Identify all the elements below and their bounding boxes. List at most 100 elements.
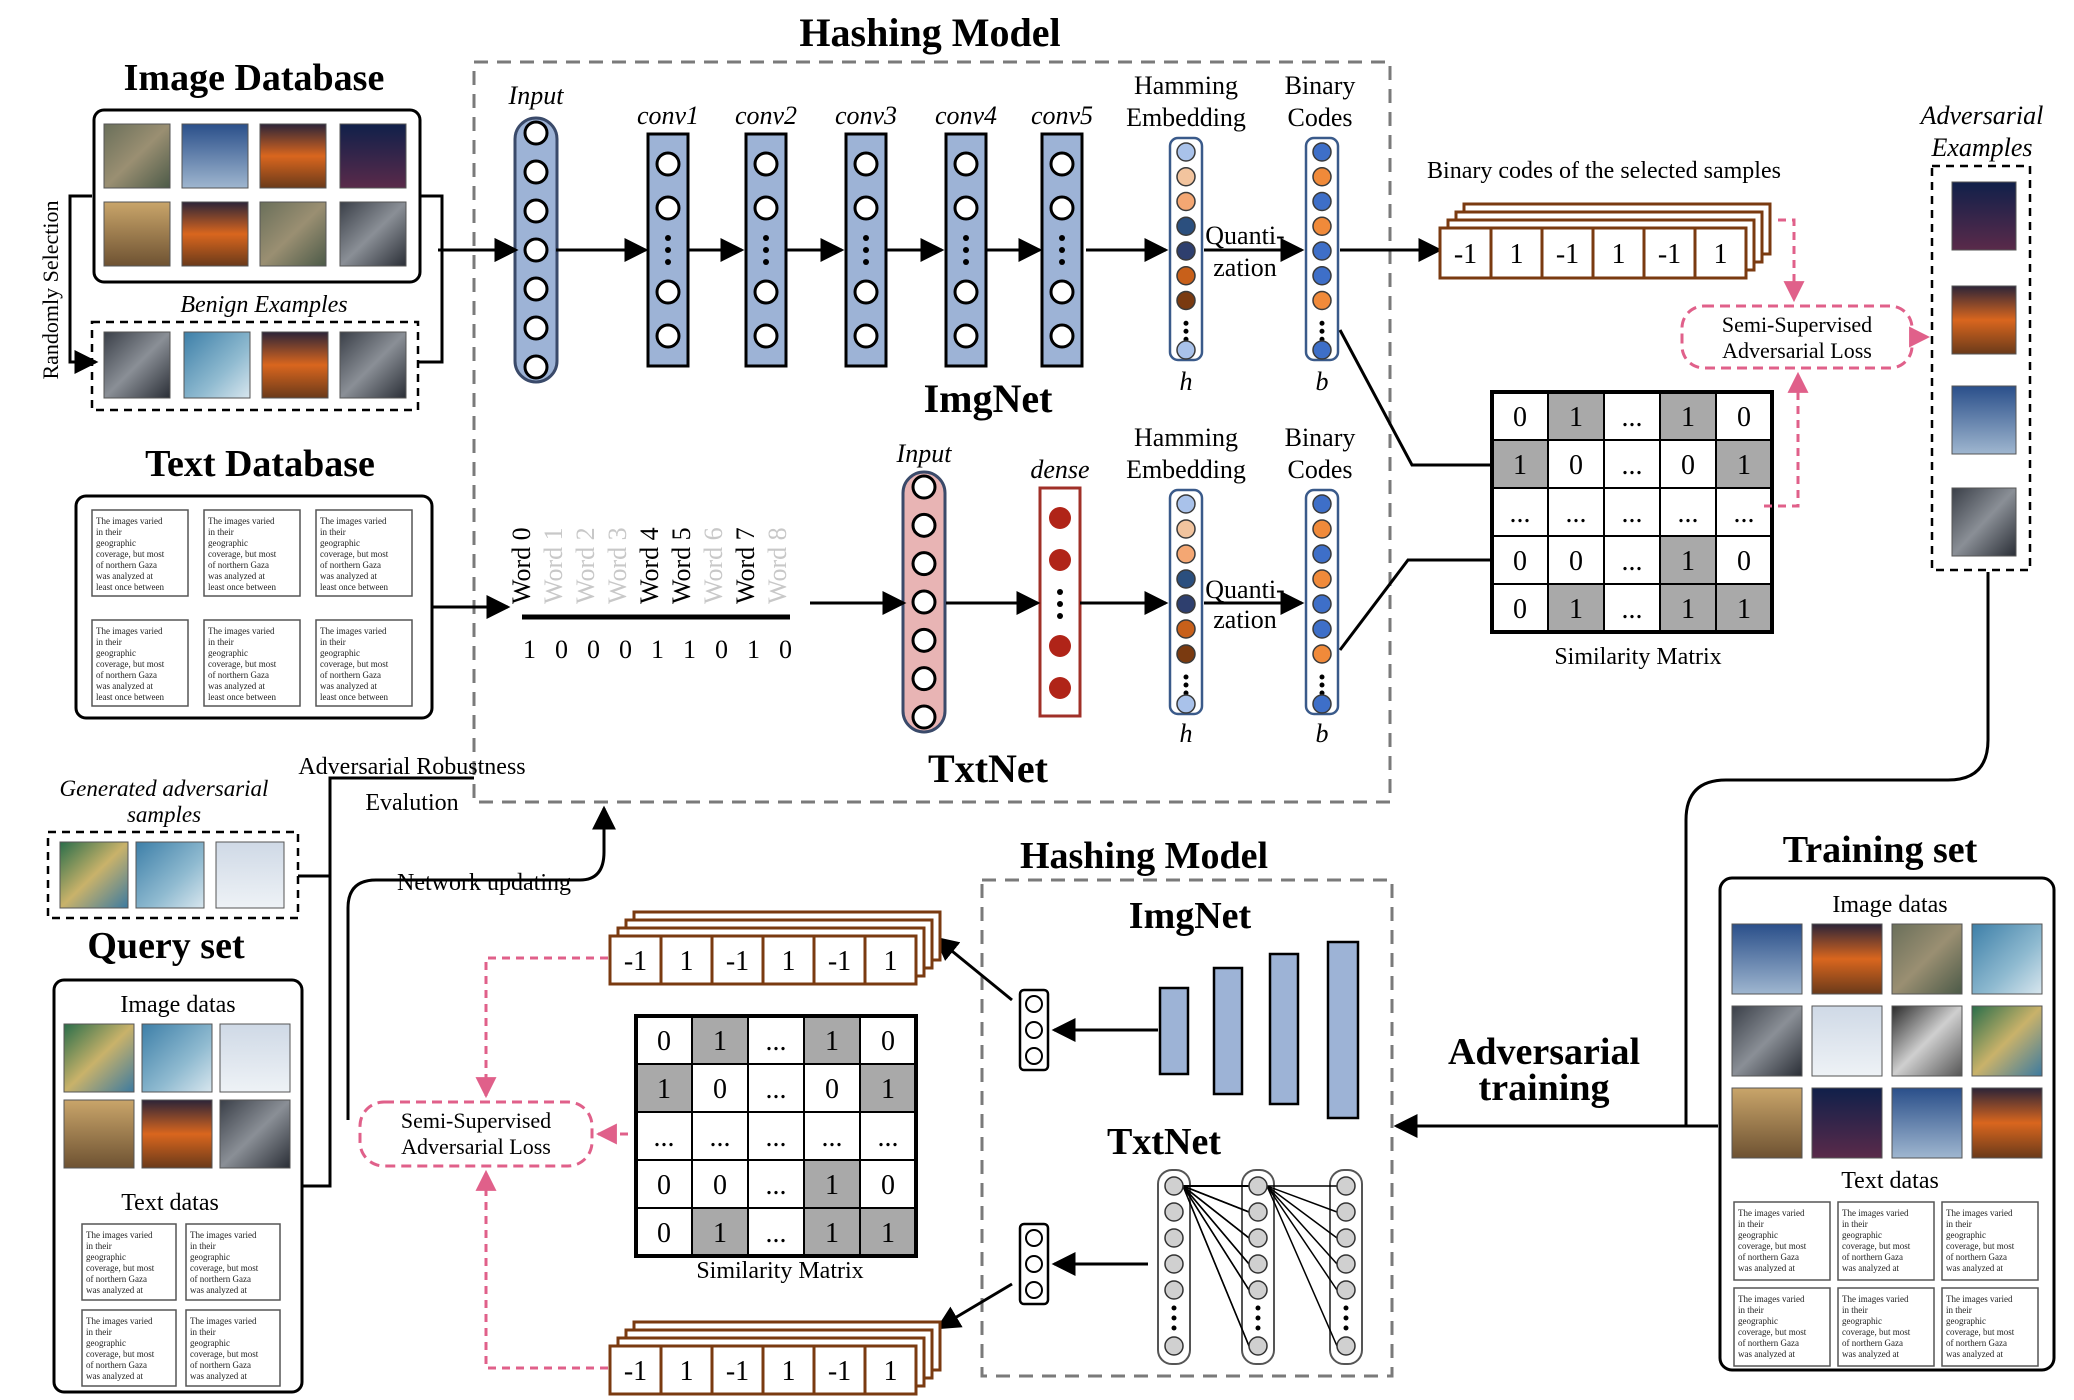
doc-line: least once between [208, 692, 276, 702]
txtnet-node [1336, 1254, 1356, 1274]
binary-codes-text-column [1304, 488, 1340, 716]
ellipsis-dot [1059, 259, 1065, 265]
ellipsis-dot [665, 259, 671, 265]
thumbnail-image [63, 1023, 135, 1093]
doc-line: geographic [1738, 1316, 1778, 1326]
output-node [1025, 1047, 1043, 1065]
neuron-node [953, 323, 979, 349]
matrix-cell [803, 1063, 861, 1113]
thumbnail-image [219, 1099, 291, 1169]
word-token: Word 8 [763, 527, 792, 604]
conv-label: conv5 [1031, 101, 1093, 130]
doc-line: in their [1946, 1219, 1972, 1229]
txt-input-label: Input [896, 439, 953, 468]
thumbnail-image [141, 1023, 213, 1093]
doc-line: coverage, but most [320, 549, 389, 559]
txtnet-node [1336, 1336, 1356, 1356]
matrix-value: 0 [1681, 450, 1695, 481]
thumbnail-image [1811, 923, 1883, 995]
thumbnail-image [261, 331, 329, 399]
connection [1182, 1185, 1250, 1347]
text-database-title: Text Database [145, 443, 375, 485]
svg-text:Hamming: Hamming [1134, 71, 1238, 100]
doc-line: geographic [1946, 1230, 1986, 1240]
ellipsis-dot [1057, 589, 1063, 595]
matrix-value: 1 [657, 1074, 671, 1105]
adversarial-training-label: Adversarial training [1448, 1031, 1640, 1109]
svg-text:Generated adversarial: Generated adversarial [60, 776, 269, 801]
thumbnail-image [1951, 385, 2017, 455]
code-bit [1176, 340, 1196, 360]
doc-line: was analyzed at [320, 571, 377, 581]
doc-line: least once between [96, 692, 164, 702]
img-input-layer [513, 116, 559, 384]
text-doc [1837, 1287, 1935, 1367]
matrix-cell [1659, 487, 1717, 537]
doc-line: of northern Gaza [320, 560, 381, 570]
thumbnail-image [1811, 1005, 1883, 1077]
doc-line: The images varied [320, 516, 387, 526]
doc-line: in their [86, 1241, 112, 1251]
matrix-value: ... [1678, 498, 1699, 529]
code-value: 1 [884, 946, 898, 977]
semi-supervised-loss-top: Semi-Supervised Adversarial Loss [1680, 218, 1931, 508]
code-bit [1312, 694, 1332, 714]
matrix-value: ... [766, 1218, 787, 1249]
doc-line: The images varied [320, 626, 387, 636]
svg-text:Embedding: Embedding [1126, 103, 1246, 132]
matrix-cell [1659, 535, 1717, 585]
robustness-arrows [298, 776, 616, 1188]
doc-line: coverage, but most [1842, 1327, 1911, 1337]
svg-text:Quanti-: Quanti- [1205, 575, 1284, 604]
ellipsis-dot [1057, 601, 1063, 607]
doc-line: coverage, but most [320, 659, 389, 669]
matrix-cell [1603, 583, 1661, 633]
thumbnail-image [339, 123, 407, 189]
dense-layer [1038, 486, 1082, 718]
matrix-value: 0 [1513, 402, 1527, 433]
quantization-label-top: Quanti- zation [1205, 221, 1284, 282]
code-value: -1 [828, 946, 851, 977]
dense-node [1049, 677, 1071, 699]
txtnet-node [1164, 1202, 1184, 1222]
ellipsis-dot [1319, 674, 1325, 680]
image-database: Image Database Benign Examples Randomly … [38, 57, 519, 412]
matrix-cell [747, 1063, 805, 1113]
svg-text:Adversarial Loss: Adversarial Loss [401, 1134, 551, 1159]
matrix-cell [1547, 487, 1605, 537]
matrix-value: 1 [713, 1026, 727, 1057]
doc-line: of northern Gaza [320, 670, 381, 680]
neuron-node [1049, 323, 1075, 349]
code-cell [710, 934, 765, 986]
ellipsis-dot [665, 235, 671, 241]
matrix-value: 0 [881, 1026, 895, 1057]
b-label-top: b [1316, 367, 1329, 396]
ellipsis-dot [1255, 1305, 1261, 1311]
neuron-node [911, 589, 937, 615]
doc-line: geographic [320, 648, 360, 658]
matrix-cell [859, 1015, 917, 1065]
doc-line: The images varied [86, 1316, 153, 1326]
thumbnail-image [1811, 1087, 1883, 1159]
matrix-cell [691, 1063, 749, 1113]
thumbnail-image [1951, 285, 2017, 355]
imgnet-label: ImgNet [924, 376, 1054, 421]
thumbnail-image [339, 331, 407, 399]
dense-node [1049, 549, 1071, 571]
matrix-value: ... [766, 1026, 787, 1057]
matrix-value: ... [1622, 546, 1643, 577]
thumbnail-image [1971, 1005, 2043, 1077]
txtnet-node [1248, 1176, 1268, 1196]
svg-text:Codes: Codes [1288, 455, 1353, 484]
ellipsis-dot [1183, 674, 1189, 680]
neuron-node [1049, 279, 1075, 305]
neuron-node [1049, 151, 1075, 177]
matrix-cell [1715, 583, 1773, 633]
svg-text:Codes: Codes [1288, 103, 1353, 132]
query-set-title: Query set [87, 925, 245, 967]
word-bit: 0 [587, 635, 600, 664]
word-bit: 1 [651, 635, 664, 664]
